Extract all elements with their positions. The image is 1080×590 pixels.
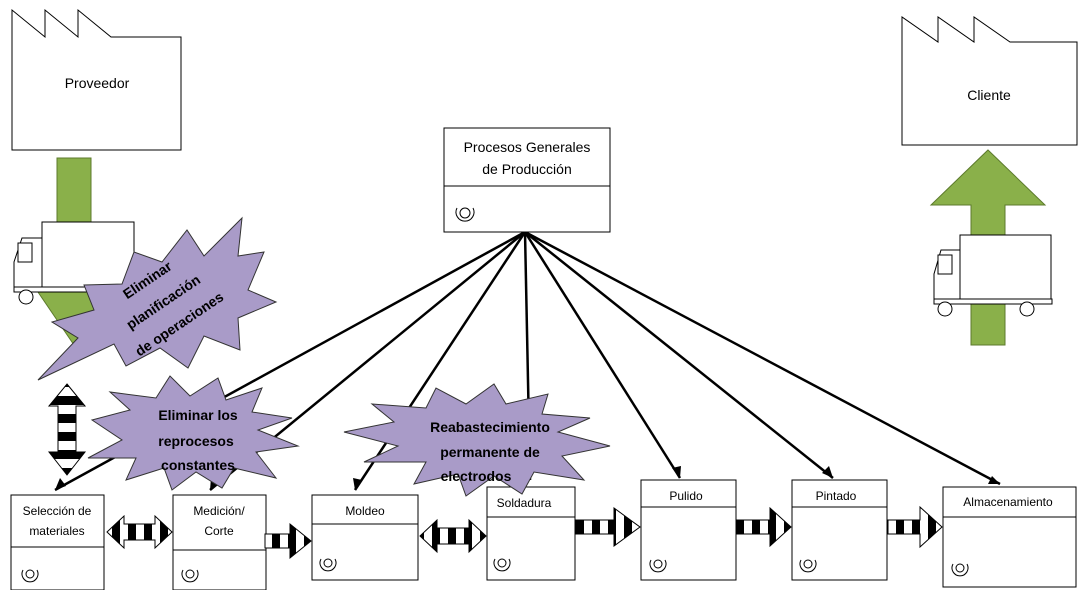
kaizen-burst-icon xyxy=(343,383,611,497)
process-almacenamiento: Almacenamiento xyxy=(942,486,1077,588)
process-label-line1: Medición/ xyxy=(193,504,245,518)
process-medicion: Medición/ Corte xyxy=(172,494,267,590)
process-seleccion: Selección de materiales xyxy=(10,494,105,590)
process-label-line2: materiales xyxy=(29,524,84,538)
operator-icon xyxy=(21,569,39,583)
process-label-line1: Pulido xyxy=(669,489,703,503)
push-arrow-icon xyxy=(106,514,173,550)
push-arrow-icon xyxy=(887,505,943,549)
operator-icon xyxy=(649,559,667,573)
kaizen-label-line1: Eliminar los xyxy=(158,407,238,423)
process-soldadura: Soldadura xyxy=(486,486,576,581)
kaizen-burst-electrodos: Reabastecimiento permanente de electrodo… xyxy=(343,383,611,497)
kaizen-label-line2: permanente de xyxy=(440,444,540,460)
push-arrow-icon xyxy=(575,507,641,547)
push-arrow-icon xyxy=(47,383,87,476)
operator-icon xyxy=(951,563,969,577)
truck-icon xyxy=(933,234,1053,317)
kaizen-burst-icon xyxy=(37,216,278,381)
process-label-line1: Almacenamiento xyxy=(963,495,1053,509)
process-label-line1: Moldeo xyxy=(345,504,385,518)
push-arrow-icon xyxy=(264,522,312,560)
control-title-line1: Procesos Generales xyxy=(464,139,591,155)
process-label-line2: Corte xyxy=(204,524,234,538)
supplier-label: Proveedor xyxy=(65,75,130,91)
kaizen-label-line2: reprocesos xyxy=(158,433,234,449)
kaizen-burst-icon xyxy=(87,375,300,491)
operator-icon xyxy=(799,559,817,573)
customer-factory: Cliente xyxy=(901,16,1078,146)
operator-icon xyxy=(181,569,199,583)
supplier-factory: Proveedor xyxy=(11,8,182,151)
kaizen-label-line3: constantes xyxy=(161,457,235,473)
factory-icon xyxy=(901,16,1078,146)
factory-icon xyxy=(11,8,182,151)
operator-icon xyxy=(493,558,511,572)
control-title-line2: de Producción xyxy=(482,161,572,177)
process-label-line1: Selección de xyxy=(23,504,92,518)
kaizen-burst-reprocesos: Eliminar los reprocesos constantes xyxy=(87,375,300,491)
kaizen-label-line1: Reabastecimiento xyxy=(430,419,550,435)
push-arrow-icon xyxy=(736,506,792,548)
process-label-line1: Pintado xyxy=(816,489,857,503)
push-arrow-icon xyxy=(419,518,487,554)
process-pintado: Pintado xyxy=(791,479,888,581)
operator-icon xyxy=(319,558,337,572)
process-moldeo: Moldeo xyxy=(311,494,419,581)
production-control-box: Procesos Generales de Producción xyxy=(443,127,611,233)
process-pulido: Pulido xyxy=(640,479,737,581)
process-label-line1: Soldadura xyxy=(497,496,552,510)
customer-label: Cliente xyxy=(967,87,1011,103)
operator-icon xyxy=(455,207,475,222)
kaizen-label-line3: electrodos xyxy=(441,468,512,484)
